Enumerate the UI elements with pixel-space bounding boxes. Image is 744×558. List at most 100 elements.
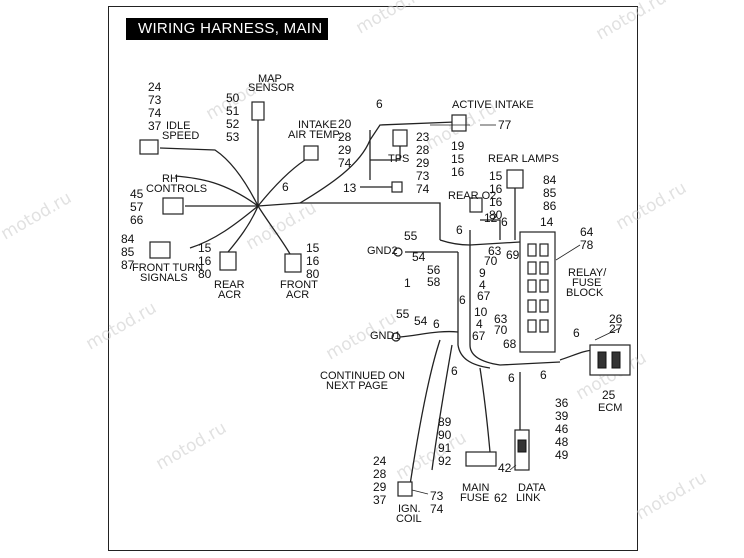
harness-wires (159, 120, 596, 486)
diagram-frame (108, 6, 638, 551)
item-number: 67 (472, 329, 486, 343)
item-number: 36 (555, 396, 569, 410)
item-number: 29 (338, 143, 352, 157)
gnd1-eyelet (391, 332, 401, 342)
front-acr-connector (284, 253, 302, 273)
item-number: 53 (226, 130, 240, 144)
component-label: ACR (286, 289, 309, 301)
component-label: REAR (214, 279, 245, 291)
item-number: 16 (489, 195, 503, 209)
watermark: motod.ru (153, 418, 231, 474)
item-number: 63 (494, 312, 508, 326)
harness-callouts: 12 6 6 14 63 69 70 9 4 67 56 58 6 10 4 6… (427, 211, 554, 385)
item-number: 63 (488, 244, 502, 258)
item-number: 48 (555, 435, 569, 449)
watermark: motod.ru (353, 0, 431, 38)
item-number: 29 (373, 480, 387, 494)
component-label: IGN. (398, 503, 421, 515)
callout-main-fuse: 89 90 91 92 62 MAIN FUSE (438, 415, 508, 505)
item-number: 6 (508, 371, 515, 385)
component-label: RH (162, 173, 178, 185)
item-number: 70 (494, 323, 508, 337)
ecm-connector (589, 344, 631, 376)
item-number: 85 (121, 245, 135, 259)
item-number: 73 (416, 169, 430, 183)
component-label: DATA (518, 482, 546, 494)
item-number: 73 (430, 489, 444, 503)
item-number: 37 (148, 119, 162, 133)
callout-intake-air-temp: INTAKE AIR TEMP. 20 28 29 74 (288, 117, 352, 170)
item-number: 15 (306, 241, 320, 255)
item-number: 74 (430, 502, 444, 516)
item-number: 80 (489, 208, 503, 222)
rh-controls-connector (162, 197, 184, 215)
item-number: 73 (148, 93, 162, 107)
callout-front-turn-signals: 84 85 87 FRONT TURN SIGNALS (121, 232, 203, 284)
callout-idle-speed: 24 73 74 37 IDLE SPEED (148, 80, 199, 142)
item-number: 24 (148, 80, 162, 94)
item-13-connector (391, 181, 403, 193)
component-label: AIR TEMP. (288, 129, 341, 141)
item-number: 10 (474, 305, 488, 319)
component-label: SENSOR (248, 82, 295, 94)
item-number: 87 (121, 258, 135, 272)
item-number: 15 (198, 241, 212, 255)
callout-relay-fuse-block: 64 78 RELAY/ FUSE BLOCK (566, 225, 607, 299)
item-number: 70 (484, 254, 498, 268)
component-label: LINK (516, 492, 541, 504)
item-number: 16 (451, 165, 465, 179)
item-number: 68 (503, 337, 517, 351)
item-number: 84 (121, 232, 135, 246)
continued-note: CONTINUED ON NEXT PAGE (320, 370, 405, 392)
callout-gnd1: 55 54 GND1 (370, 307, 428, 342)
watermark: motod.ru (0, 188, 75, 244)
item-number: 74 (148, 106, 162, 120)
component-label: MAP (258, 73, 282, 85)
item-number: 25 (602, 388, 616, 402)
component-label: FRONT (280, 279, 318, 291)
item-number: 69 (506, 248, 520, 262)
main-fuse-holder (465, 451, 497, 467)
item-number: 80 (198, 267, 212, 281)
callout-rh-controls: RH CONTROLS 45 57 66 6 (130, 173, 289, 227)
component-label: FUSE (572, 277, 601, 289)
callout-rear-acr: 15 16 80 REAR ACR (198, 241, 245, 301)
item-number: 66 (130, 213, 144, 227)
item-number: 6 (433, 317, 440, 331)
item-number: 26 (609, 312, 623, 326)
item-number: 39 (555, 409, 569, 423)
item-number: 46 (555, 422, 569, 436)
component-label: RELAY/ (568, 267, 607, 279)
item-number: 6 (501, 215, 508, 229)
item-number: 90 (438, 428, 452, 442)
item-number: 74 (338, 156, 352, 170)
callout-rear-lamps: REAR LAMPS 15 16 84 85 86 (488, 153, 559, 213)
front-turn-connector (149, 241, 171, 259)
item-number: 19 (451, 139, 465, 153)
item-number: 45 (130, 187, 144, 201)
item-number: 91 (438, 441, 452, 455)
item-number: 56 (427, 263, 441, 277)
callout-data-link: 36 39 46 48 49 42 DATA LINK (498, 396, 569, 504)
item-number: 12 (484, 211, 498, 225)
component-label: MAIN (462, 482, 490, 494)
component-label: INTAKE (298, 119, 337, 131)
component-label: GND1 (370, 330, 401, 342)
item-number: 4 (476, 317, 483, 331)
component-label: CONTROLS (146, 183, 207, 195)
item-number: 6 (376, 97, 383, 111)
item-number: 14 (540, 215, 554, 229)
idle-speed-connector (139, 139, 159, 155)
item-number: 6 (456, 223, 463, 237)
page-title: WIRING HARNESS, MAIN (126, 18, 328, 40)
tps-connector (392, 129, 408, 147)
item-number: 6 (282, 180, 289, 194)
component-label: SPEED (162, 130, 199, 142)
item-number: 28 (338, 130, 352, 144)
component-label: REAR LAMPS (488, 153, 559, 165)
rear-o2-connector (469, 197, 483, 213)
item-number: 50 (226, 91, 240, 105)
item-number: 92 (438, 454, 452, 468)
item-number: 29 (416, 156, 430, 170)
